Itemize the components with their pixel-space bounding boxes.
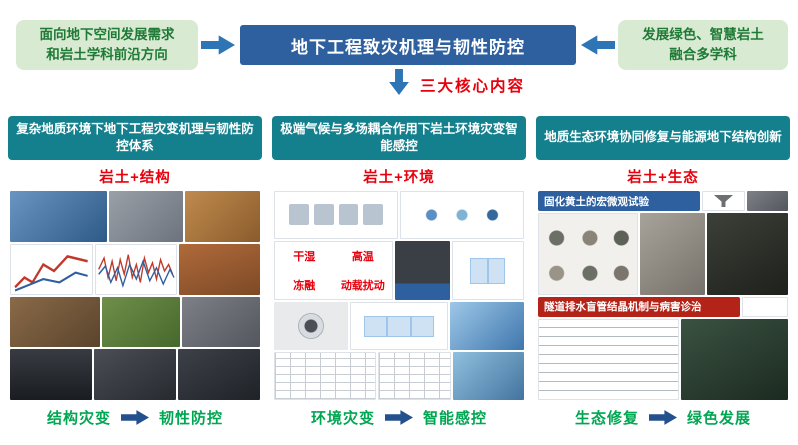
photo-tunnel-face	[10, 349, 92, 400]
model-cylinders	[452, 352, 524, 400]
collage-row	[274, 352, 524, 400]
collage-row	[10, 349, 260, 400]
collage-row	[10, 243, 261, 295]
photo-specimens	[639, 213, 705, 295]
column-structure-title: 复杂地质环境下地下工程灾变机理与韧性防控体系	[8, 116, 262, 160]
footer-arrow-icon	[121, 410, 149, 425]
footer-left-label: 环境灾变	[310, 410, 375, 427]
left-premise-line1: 面向地下空间发展需求	[39, 27, 175, 43]
arrow-right-icon	[201, 35, 235, 55]
footer-right-label: 智能感控	[423, 410, 488, 427]
label-freeze-thaw: 冻融	[293, 280, 316, 293]
label-dry-wet: 干湿	[293, 251, 316, 264]
chart-signals	[94, 243, 178, 295]
footer-arrow-icon	[385, 410, 413, 425]
data-table-right	[377, 352, 451, 400]
column-structure-collage	[10, 191, 261, 400]
collage-row: 干湿 高温 冻融 动载扰动	[274, 240, 524, 301]
column-ecology-collage: 固化黄土的宏微观试验 隧道排水盲管结晶机制与病害诊治	[538, 191, 788, 400]
footer-arrow-icon	[649, 410, 677, 425]
arrow-down-icon	[389, 69, 409, 95]
diagram-flowchart	[349, 302, 449, 351]
collage-row	[538, 213, 788, 295]
collage-row: 隧道排水盲管结晶机制与病害诊治	[538, 296, 788, 317]
photo-load-frame	[395, 240, 450, 301]
spacer-tile	[742, 296, 788, 317]
right-premise-line1: 发展绿色、智慧岩土	[642, 27, 764, 43]
column-environment-collage: 干湿 高温 冻融 动载扰动	[274, 191, 524, 400]
diagram-flask-column	[451, 240, 524, 301]
arrow-left-icon	[581, 34, 615, 56]
collage-row	[538, 318, 788, 400]
funnel-icon	[713, 194, 734, 208]
chart-curves	[10, 243, 93, 295]
diagram-instruments	[274, 191, 398, 239]
right-premise-box: 发展绿色、智慧岩土 融合多学科	[618, 20, 788, 70]
core-content-label: 三大核心内容	[420, 78, 526, 95]
footer-right-label: 韧性防控	[159, 410, 224, 427]
column-environment-title: 极端气候与多场耦合作用下岩土环境灾变智能感控	[272, 116, 526, 160]
column-structure-subtitle: 岩土+结构	[99, 170, 171, 186]
photo-specimen-grid	[538, 213, 638, 295]
column-ecology-subtitle: 岩土+生态	[627, 170, 699, 186]
footer-left-label: 生态修复	[574, 410, 639, 427]
photo-small-sample	[747, 191, 788, 211]
photo-hillside	[101, 296, 180, 348]
column-structure-footer: 结构灾变 韧性防控	[8, 407, 262, 428]
label-dynamic-load: 动载扰动	[340, 280, 385, 293]
right-premise-line2: 融合多学科	[669, 47, 737, 62]
photo-dark-rock	[706, 213, 788, 295]
photo-soil-wall	[185, 191, 260, 242]
collage-row	[10, 191, 260, 242]
model-3d-blue	[450, 302, 524, 351]
photo-crystallized-drain	[681, 318, 788, 400]
collage-row	[274, 191, 524, 239]
diagram-beakers	[400, 191, 524, 239]
diagram-chemical-equations	[538, 318, 680, 400]
column-ecology: 地质生态环境协同修复与能源地下结构创新 岩土+生态 固化黄土的宏微观试验 隧道排…	[536, 116, 790, 430]
column-environment: 极端气候与多场耦合作用下岩土环境灾变智能感控 岩土+环境 干湿 高温 冻融 动载…	[272, 116, 526, 430]
column-environment-subtitle: 岩土+环境	[363, 170, 435, 186]
line-chart-icon	[14, 254, 88, 292]
loess-test-label: 固化黄土的宏微观试验	[538, 191, 700, 211]
photo-truck	[178, 349, 260, 400]
funnel-diagram	[702, 191, 745, 211]
signal-chart-icon	[97, 254, 175, 288]
photo-landslide	[10, 296, 100, 348]
main-title-box: 地下工程致灾机理与韧性防控	[240, 25, 576, 65]
multifield-labels: 干湿 高温 冻融 动载扰动	[274, 240, 394, 301]
footer-left-label: 结构灾变	[46, 410, 111, 427]
left-premise-box: 面向地下空间发展需求 和岩土学科前沿方向	[16, 20, 198, 70]
photo-tunnel-road	[94, 349, 176, 400]
column-ecology-footer: 生态修复 绿色发展	[536, 407, 790, 428]
column-ecology-title: 地质生态环境协同修复与能源地下结构创新	[536, 116, 790, 160]
collage-row	[274, 302, 524, 351]
label-high-temp: 高温	[351, 251, 374, 264]
tunnel-drainage-label: 隧道排水盲管结晶机制与病害诊治	[538, 296, 740, 317]
data-table-left	[274, 352, 376, 400]
collage-row: 固化黄土的宏微观试验	[538, 191, 788, 211]
photo-clay-sample	[179, 243, 261, 295]
photo-lab	[108, 191, 184, 242]
photo-ct-scanner	[274, 302, 348, 351]
column-structure: 复杂地质环境下地下工程灾变机理与韧性防控体系 岩土+结构	[8, 116, 262, 430]
left-premise-line2: 和岩土学科前沿方向	[46, 47, 168, 62]
footer-right-label: 绿色发展	[687, 410, 752, 427]
photo-rock-slope	[181, 296, 260, 348]
column-environment-footer: 环境灾变 智能感控	[272, 407, 526, 428]
photo-test-machine	[10, 191, 107, 242]
collage-row	[10, 296, 260, 348]
